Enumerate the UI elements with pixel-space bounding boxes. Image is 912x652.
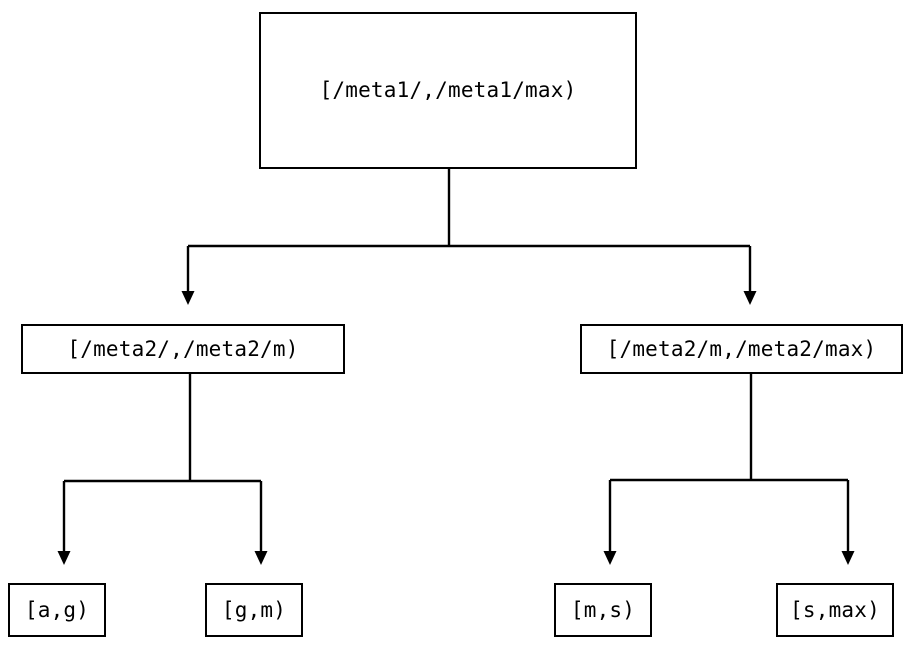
arrowhead-l2-right-to-leaf-smax	[841, 551, 855, 565]
node-leaf-ms-label: [m,s)	[570, 597, 636, 622]
node-leaf-ag[interactable]: [a,g)	[8, 583, 106, 637]
node-l2-right[interactable]: [/meta2/m,/meta2/max)	[580, 324, 903, 374]
arrowhead-root-to-l2-right	[743, 291, 757, 305]
node-leaf-ag-label: [a,g)	[24, 597, 90, 622]
node-root-label: [/meta1/,/meta1/max)	[319, 78, 577, 102]
node-leaf-smax[interactable]: [s,max)	[776, 583, 894, 637]
node-leaf-smax-label: [s,max)	[790, 597, 880, 622]
node-root[interactable]: [/meta1/,/meta1/max)	[259, 12, 637, 169]
arrowhead-l2-left-to-leaf-ag	[57, 551, 71, 565]
node-leaf-gm[interactable]: [g,m)	[205, 583, 303, 637]
node-l2-left[interactable]: [/meta2/,/meta2/m)	[21, 324, 345, 374]
arrowhead-l2-right-to-leaf-ms	[603, 551, 617, 565]
node-leaf-ms[interactable]: [m,s)	[554, 583, 652, 637]
arrowhead-l2-left-to-leaf-gm	[254, 551, 268, 565]
arrowhead-root-to-l2-left	[181, 291, 195, 305]
node-l2-left-label: [/meta2/,/meta2/m)	[67, 336, 299, 361]
node-l2-right-label: [/meta2/m,/meta2/max)	[606, 336, 877, 361]
node-leaf-gm-label: [g,m)	[221, 597, 287, 622]
